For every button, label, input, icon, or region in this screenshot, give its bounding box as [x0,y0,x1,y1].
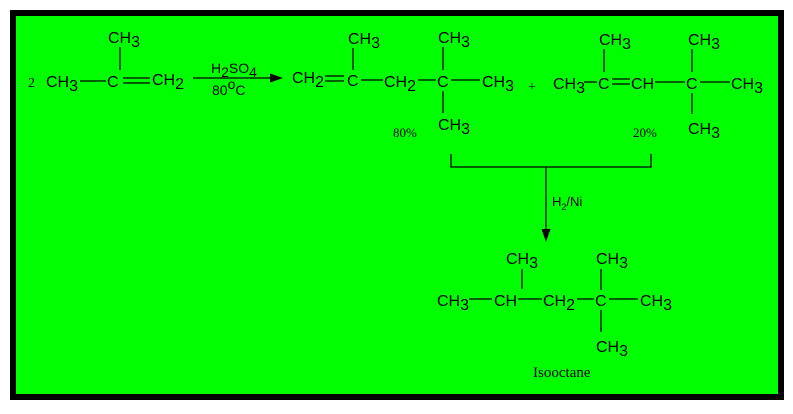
product-isooctane: CH3 CH CH3 CH2 C CH3 CH3 CH3 [437,251,672,360]
product-bracket [450,154,652,168]
reactant-ch3-top: CH3 [108,30,140,51]
p1-ch3-bottom: CH3 [438,117,470,138]
coefficient: 2 [28,76,35,91]
p2-c1: C [598,76,610,93]
reaction-arrow: H2SO4 80oC [193,60,283,98]
p1-ch3-top1: CH3 [348,31,380,52]
iso-ch3-right: CH3 [640,293,672,314]
p2-ch3-right: CH3 [731,76,763,97]
reactant-ch2: CH2 [152,72,184,93]
p2-ch: CH [631,76,654,93]
iso-ch3-top2: CH3 [596,251,628,272]
plus-sign: + [528,80,536,95]
yield-minor: 20% [633,125,657,140]
p2-ch3-bottom: CH3 [688,121,720,142]
iso-ch2: CH2 [543,293,575,314]
p2-c2: C [686,76,698,93]
p2-ch3-top2: CH3 [688,32,720,53]
p1-c2: C [437,74,449,91]
p1-ch2-mid: CH2 [384,74,416,95]
arrow-head [270,73,283,83]
p1-ch2: CH2 [292,70,324,91]
reactant-isobutylene: CH3 CH3 C CH2 [46,30,184,95]
p1-ch3-top2: CH3 [438,30,470,51]
p2-ch3-left: CH3 [553,76,585,97]
iso-ch3-left: CH3 [437,293,469,314]
product-name: Isooctane [533,365,591,381]
reagent-temperature: 80oC [212,76,246,98]
iso-ch: CH [494,293,517,310]
reactant-ch3-left: CH3 [46,74,78,95]
p1-c1: C [347,73,359,90]
iso-ch3-top1: CH3 [506,251,538,272]
h-arrow-head [541,229,551,242]
reagent-h2so4: H2SO4 [211,60,257,80]
p1-ch3-right: CH3 [482,74,514,95]
iso-c: C [595,293,607,310]
iso-ch3-bottom: CH3 [596,339,628,360]
reactant-c: C [107,74,119,91]
hydrogenation-reagent: H2/Ni [552,194,582,212]
green-panel [16,16,778,394]
product-minor: CH3 C CH3 CH C CH3 CH3 CH3 [553,32,763,142]
hydrogenation-arrow: H2/Ni [541,167,582,242]
product-major: CH2 C CH3 CH2 C CH3 CH3 CH3 [292,30,514,138]
yield-major: 80% [393,125,417,140]
p2-ch3-top1: CH3 [599,32,631,53]
